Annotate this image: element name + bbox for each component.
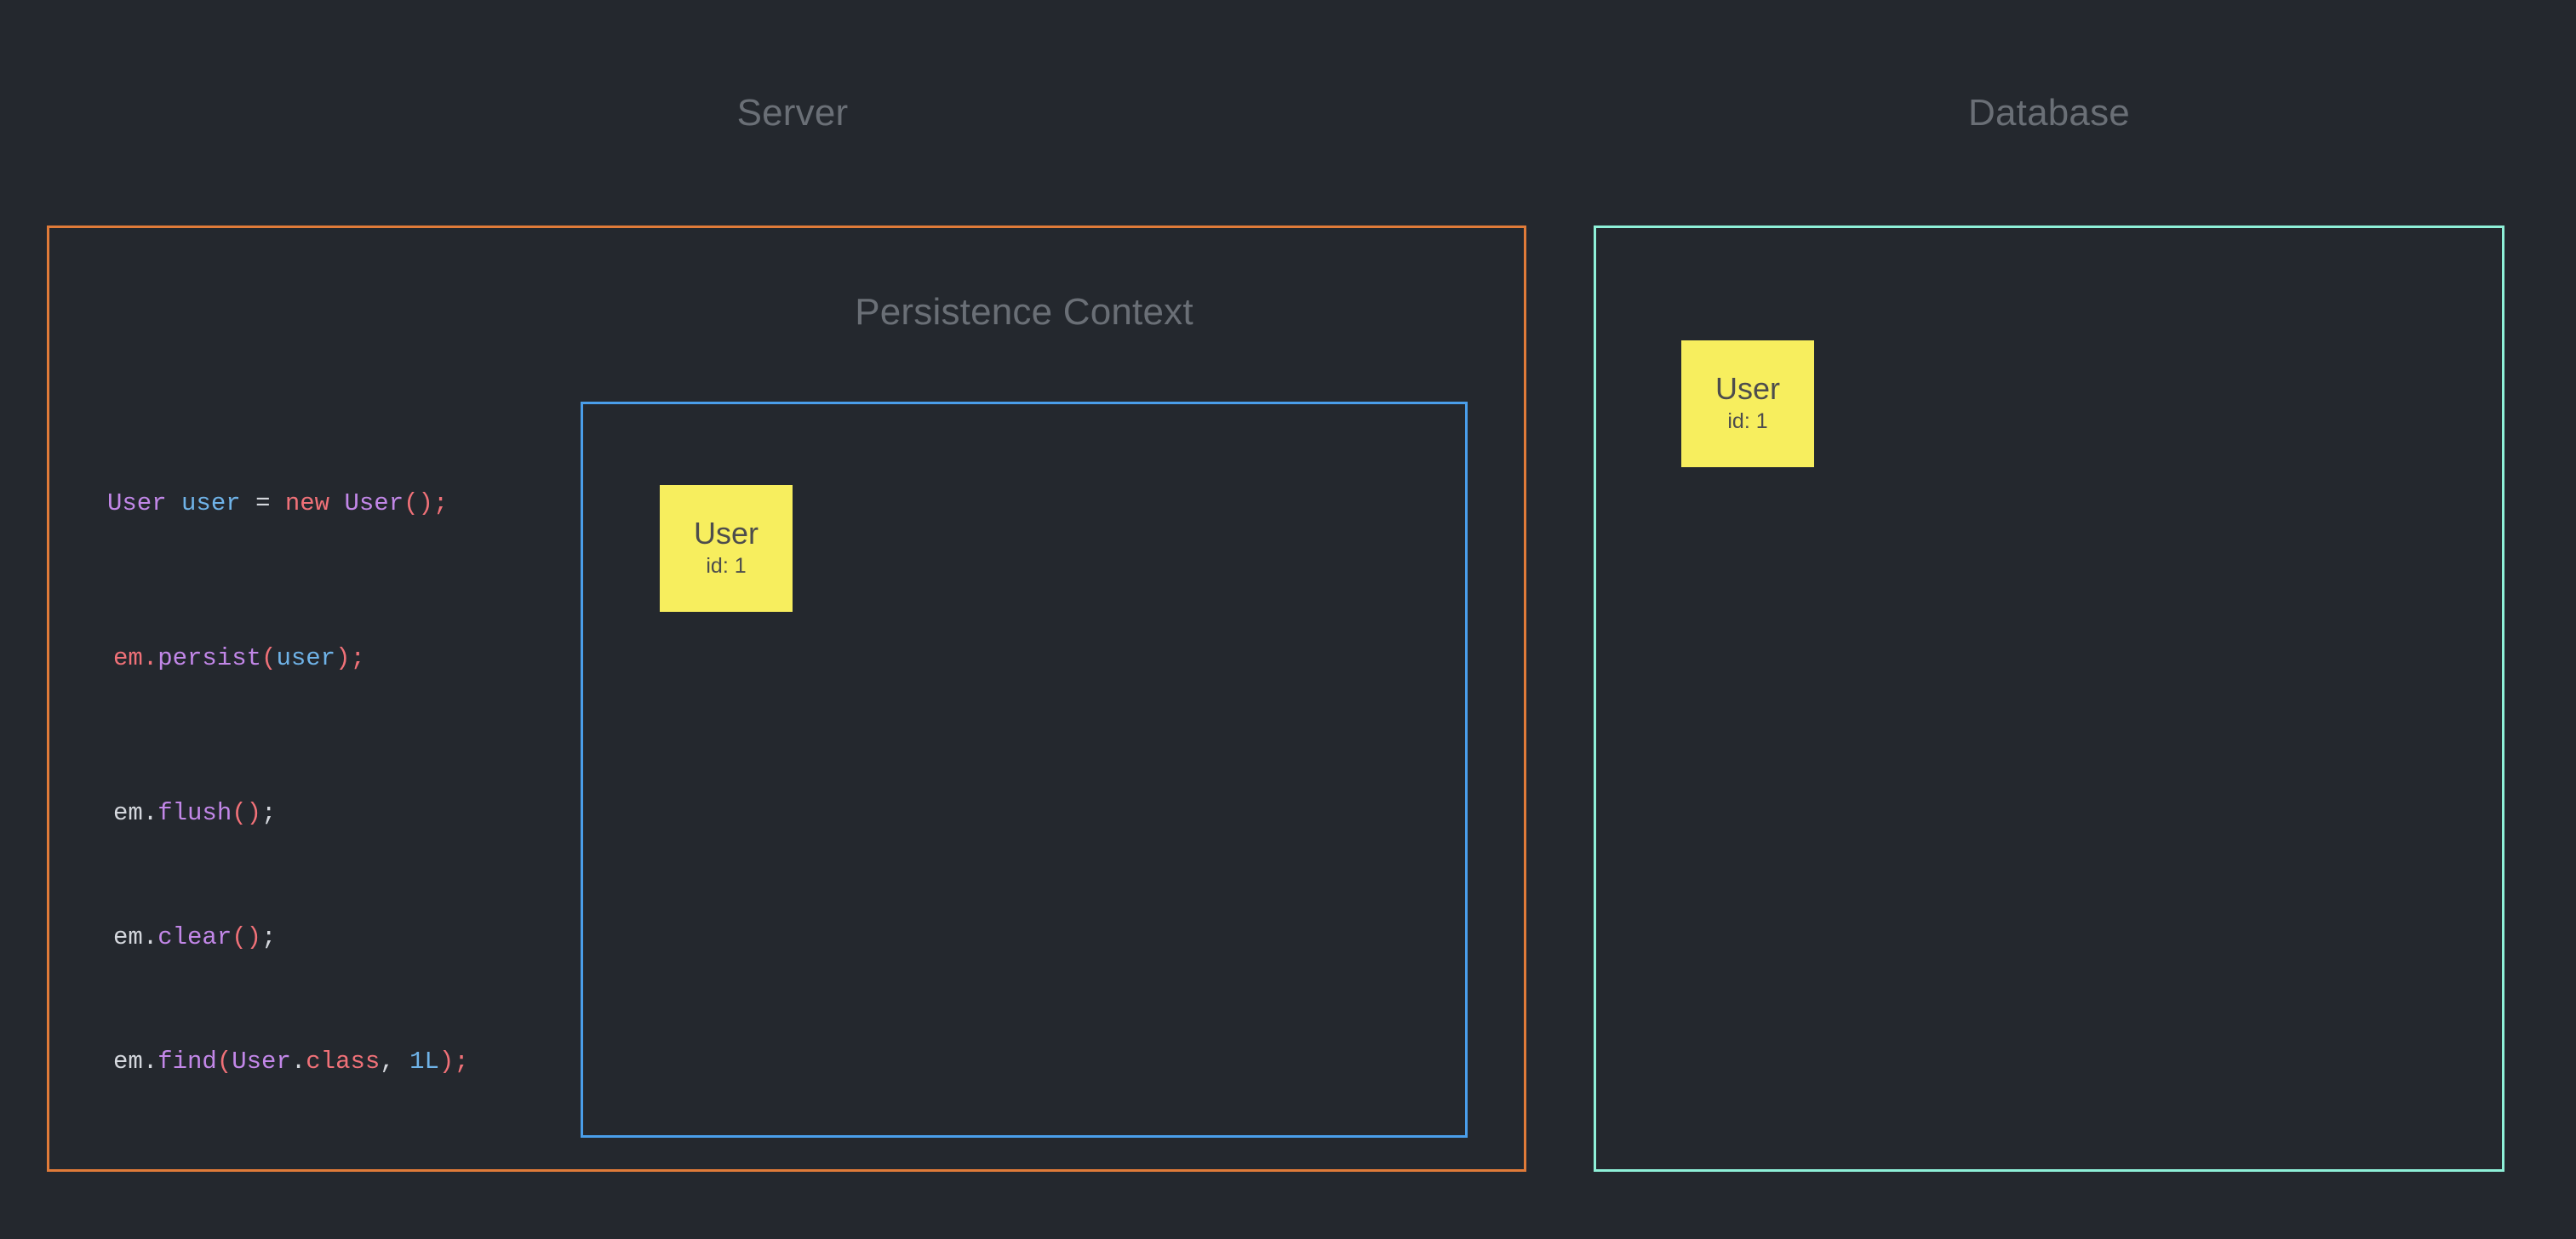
code-token: flush [157, 799, 232, 827]
code-token: ); [335, 644, 365, 672]
code-token: ; [261, 799, 277, 827]
code-token: 1L [409, 1048, 439, 1076]
code-line-clear: em.clear(); [113, 923, 276, 952]
code-token: . [142, 923, 158, 951]
database-region-box [1594, 226, 2504, 1172]
code-token: . [142, 1048, 158, 1076]
code-token: . [142, 799, 158, 827]
code-line-flush: em.flush(); [113, 799, 276, 828]
code-token: new [284, 489, 330, 517]
code-token: em [113, 799, 143, 827]
code-token: (); [404, 489, 449, 517]
code-token: ; [261, 923, 277, 951]
entity-field-id: id: 1 [706, 553, 747, 578]
code-token: . [142, 644, 158, 672]
code-token: class [306, 1048, 381, 1076]
code-line-find: em.find(User.class, 1L); [113, 1048, 469, 1076]
code-token: . [290, 1048, 306, 1076]
code-token: User [344, 489, 404, 517]
code-token: User [232, 1048, 291, 1076]
persistence-context-title: Persistence Context [855, 291, 1194, 333]
code-token [167, 489, 181, 517]
entity-name: User [1714, 370, 1780, 406]
code-token: () [232, 799, 262, 827]
code-token [241, 489, 255, 517]
persistence-context-box [581, 402, 1468, 1138]
code-token: persist [157, 644, 262, 672]
server-section-title: Server [736, 92, 849, 134]
code-token: ( [216, 1048, 232, 1076]
code-line-declare-user: User user = new User(); [107, 489, 448, 518]
entity-card-database: User id: 1 [1681, 340, 1814, 467]
entity-card-persistence-context: User id: 1 [660, 485, 793, 612]
code-token: em [113, 923, 143, 951]
code-token: , [380, 1048, 395, 1076]
code-token: clear [157, 923, 232, 951]
code-token: em [113, 1048, 143, 1076]
code-token: = [255, 489, 271, 517]
code-token: user [276, 644, 336, 672]
code-token [395, 1048, 409, 1076]
code-token: em [113, 644, 143, 672]
entity-field-id: id: 1 [1727, 408, 1768, 433]
code-token: find [157, 1048, 217, 1076]
code-token [329, 489, 344, 517]
code-token: ( [261, 644, 277, 672]
server-region-box [47, 226, 1526, 1172]
database-section-title: Database [1968, 92, 2130, 134]
code-line-persist-user: em.persist(user); [113, 644, 365, 673]
code-token: ); [438, 1048, 469, 1076]
code-token: User [107, 489, 167, 517]
code-token: () [232, 923, 262, 951]
entity-name: User [693, 515, 758, 551]
code-token [270, 489, 284, 517]
code-token: user [181, 489, 241, 517]
